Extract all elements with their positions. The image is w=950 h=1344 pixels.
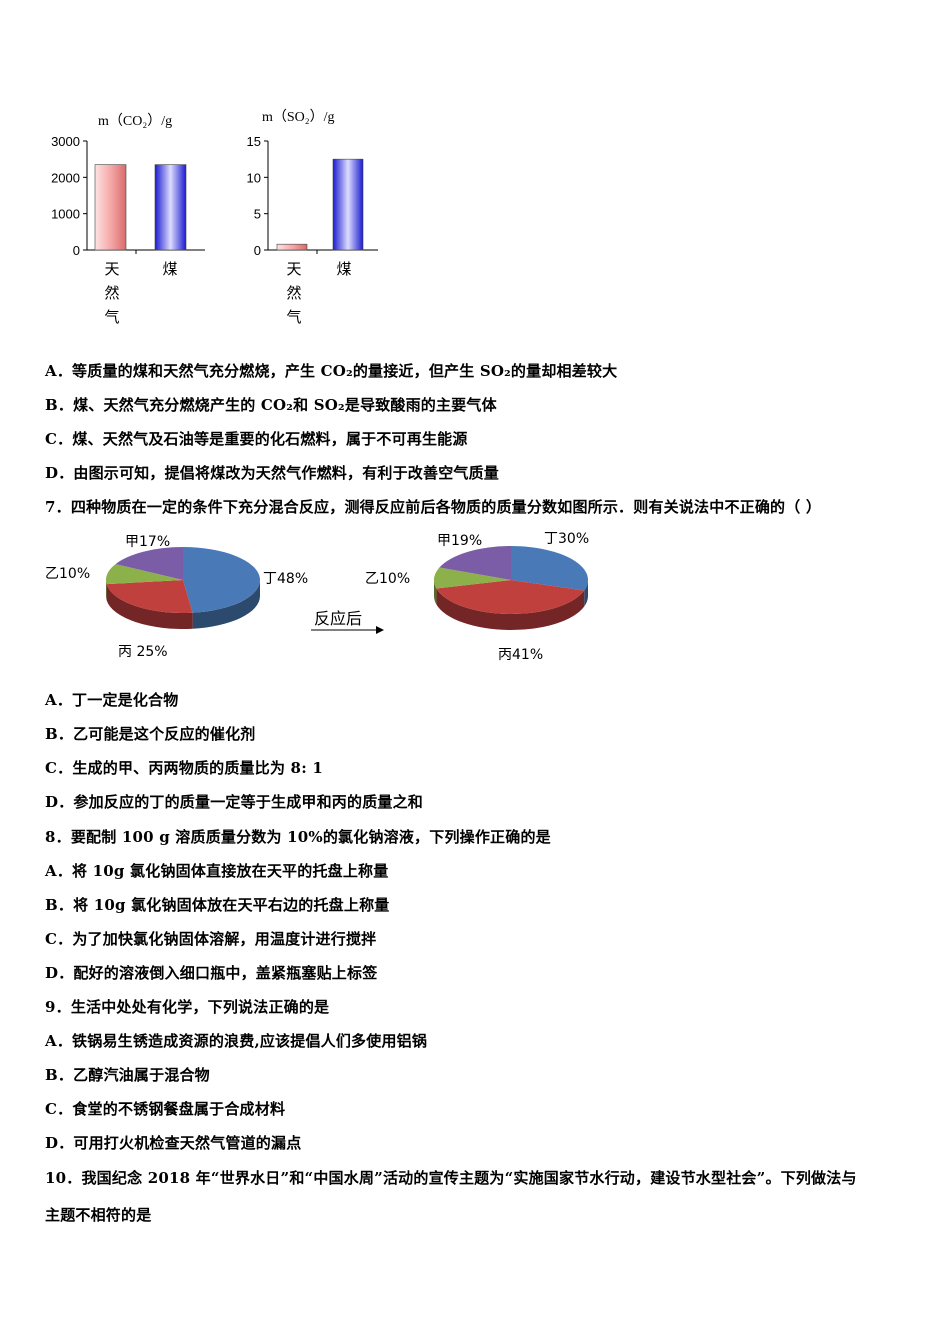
pie-slice-丙: [106, 580, 193, 613]
pie-label-bing: 丙 25%: [118, 644, 168, 660]
category-label: 煤: [162, 260, 177, 278]
pie-side-丙: [436, 588, 585, 630]
pie-slice-丙: [436, 580, 585, 614]
option-d-q7: D．参加反应的丁的质量一定等于生成甲和丙的质量之和: [45, 793, 424, 811]
svg-text:天: 天: [286, 260, 301, 278]
y-axis-label: m（CO₂）/g: [98, 113, 172, 129]
pie-label-jia: 甲19%: [437, 533, 482, 549]
pie-side-丁: [584, 580, 588, 607]
pie-side-乙: [106, 580, 107, 601]
y-axis-label: m（SO₂）/g: [262, 109, 335, 125]
option-a-q6: A．等质量的煤和天然气充分燃烧，产生 CO₂的量接近，但产生 SO₂的量却相差较…: [45, 362, 618, 380]
co2-bar-chart: m（CO₂）/g 3000 2000 1000 0 天然气 煤: [51, 113, 205, 326]
category-label: 煤: [336, 260, 351, 278]
bar-natural-gas: [276, 243, 308, 251]
pie-label-bing: 丙41%: [498, 647, 543, 663]
bar-coal: [154, 164, 187, 251]
y-tick-label: 1000: [51, 207, 80, 222]
pie-slice-丁: [511, 546, 588, 591]
question-9: 9．生活中处处有化学，下列说法正确的是: [45, 998, 330, 1016]
question-10-cont: 主题不相符的是: [45, 1206, 152, 1224]
svg-text:煤: 煤: [162, 260, 177, 278]
pie-slice-乙: [106, 564, 183, 585]
bar-coal: [332, 158, 364, 251]
pie-label-ding: 丁30%: [544, 531, 589, 547]
svg-text:气: 气: [104, 308, 119, 326]
pie-slice-丁: [183, 547, 261, 613]
category-label: 天然气: [104, 260, 119, 326]
category-label: 天然气: [286, 260, 301, 326]
option-d-q6: D．由图示可知，提倡将煤改为天然气作燃料，有利于改善空气质量: [45, 464, 500, 482]
option-d-q9: D．可用打火机检查天然气管道的漏点: [45, 1134, 302, 1152]
option-a-q9: A．铁锅易生锈造成资源的浪费,应该提倡人们多使用铝锅: [45, 1032, 428, 1050]
y-tick-label: 3000: [51, 134, 80, 149]
option-b-q9: B．乙醇汽油属于混合物: [45, 1066, 210, 1084]
option-d-q8: D．配好的溶液倒入细口瓶中，盖紧瓶塞贴上标签: [45, 964, 378, 982]
option-b-q8: B．将 10g 氯化钠固体放在天平右边的托盘上称量: [45, 896, 390, 914]
y-tick-label: 5: [254, 207, 261, 222]
svg-text:气: 气: [286, 308, 301, 326]
y-tick-label: 10: [247, 170, 261, 185]
option-b-q6: B．煤、天然气充分燃烧产生的 CO₂和 SO₂是导致酸雨的主要气体: [45, 396, 497, 414]
y-tick-label: 2000: [51, 170, 80, 185]
pie-side-乙: [434, 580, 437, 605]
option-c-q7: C．生成的甲、丙两物质的质量比为 8: 1: [45, 759, 323, 777]
pie-before: 甲17% 乙10% 丙 25% 丁48%: [45, 534, 308, 660]
pie-side-丙: [106, 584, 193, 629]
pie-label-ding: 丁48%: [263, 571, 308, 587]
pie-label-yi: 乙10%: [45, 566, 90, 582]
pie-slice-乙: [434, 567, 511, 589]
svg-text:然: 然: [286, 284, 301, 302]
y-tick-label: 0: [254, 243, 261, 258]
pie-slice-甲: [115, 547, 183, 580]
pie-side-丁: [192, 580, 260, 629]
question-7: 7．四种物质在一定的条件下充分混合反应，测得反应前后各物质的质量分数如图所示．则…: [45, 498, 822, 516]
pie-label-yi: 乙10%: [365, 571, 410, 587]
svg-text:天: 天: [104, 260, 119, 278]
reaction-arrow: 反应后: [311, 609, 384, 634]
y-tick-label: 0: [73, 243, 80, 258]
svg-text:反应后: 反应后: [314, 609, 362, 628]
option-b-q7: B．乙可能是这个反应的催化剂: [45, 725, 256, 743]
option-a-q8: A．将 10g 氯化钠固体直接放在天平的托盘上称量: [45, 862, 389, 880]
option-c-q9: C．食堂的不锈钢餐盘属于合成材料: [45, 1100, 286, 1118]
pie-label-jia: 甲17%: [125, 534, 170, 550]
y-tick-label: 15: [247, 134, 261, 149]
pie-after: 甲19% 乙10% 丙41% 丁30%: [365, 531, 589, 663]
so2-bar-chart: m（SO₂）/g 15 10 5 0 天然气 煤: [247, 109, 378, 326]
question-8: 8．要配制 100 g 溶质质量分数为 10%的氯化钠溶液，下列操作正确的是: [45, 828, 551, 846]
pie-slice-甲: [439, 546, 511, 580]
option-c-q6: C．煤、天然气及石油等是重要的化石燃料，属于不可再生能源: [45, 430, 468, 448]
option-a-q7: A．丁一定是化合物: [45, 691, 179, 709]
question-10: 10．我国纪念 2018 年“世界水日”和“中国水周”活动的宣传主题为“实施国家…: [45, 1169, 857, 1187]
bar-natural-gas: [94, 164, 127, 251]
option-c-q8: C．为了加快氯化钠固体溶解，用温度计进行搅拌: [45, 930, 377, 948]
svg-text:然: 然: [104, 284, 119, 302]
svg-text:煤: 煤: [336, 260, 351, 278]
